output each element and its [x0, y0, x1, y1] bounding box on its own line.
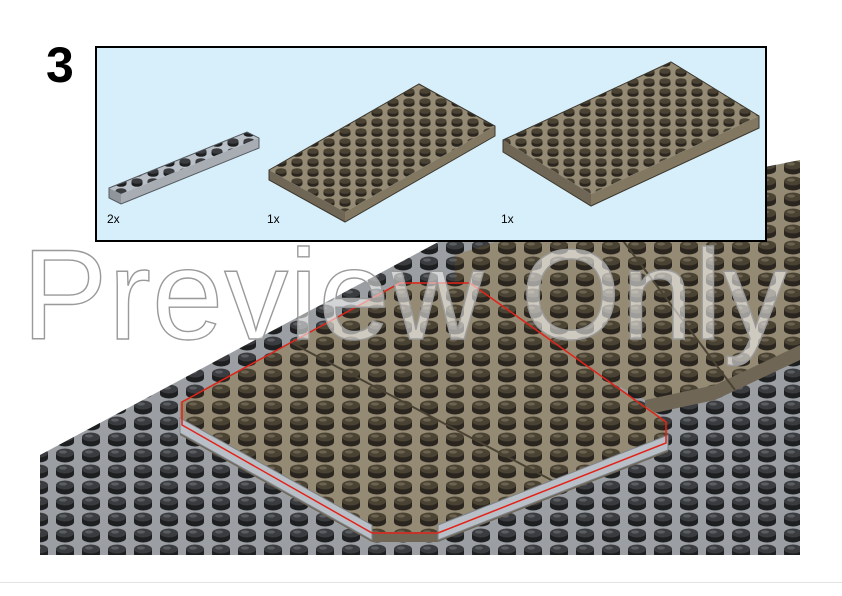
part-quantity: 1x [267, 212, 280, 226]
part-quantity: 2x [107, 212, 120, 226]
new-plate-assembly [179, 282, 669, 542]
lego-plate-icon [268, 83, 496, 223]
part-quantity: 1x [501, 212, 514, 226]
step-number: 3 [46, 37, 74, 93]
page-footer-divider [0, 582, 842, 583]
parts-list-box: 2x 1x 1x [95, 46, 767, 242]
lego-plate-icon [108, 131, 260, 205]
lego-plate-icon [502, 61, 760, 207]
